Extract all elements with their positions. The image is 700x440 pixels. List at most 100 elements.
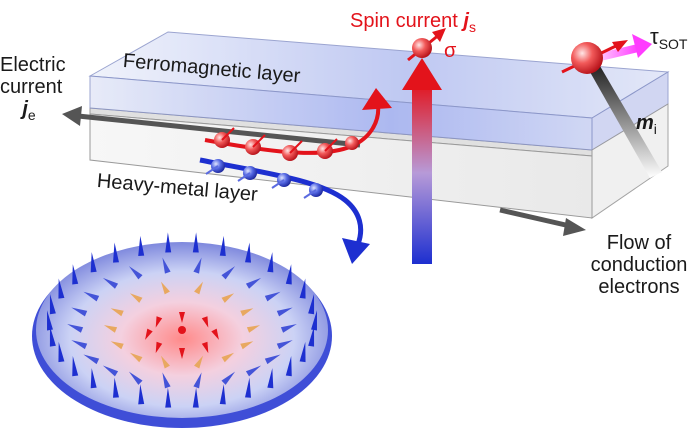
skyrmion-spin-arrow — [83, 291, 100, 302]
tau-symbol: τ — [650, 24, 659, 49]
skyrmion-spin-arrow — [160, 281, 170, 295]
skyrmion-spin-arrow — [67, 324, 84, 333]
skyrmion-spin-arrow — [128, 371, 143, 385]
electric-current-line1: Electric — [0, 54, 66, 76]
skyrmion-spin-arrow — [138, 235, 145, 256]
skyrmion-spin-arrow — [245, 377, 251, 398]
red-spin-electrons — [214, 127, 359, 161]
skyrmion-spin-arrow — [103, 325, 118, 333]
skyrmion-spin-arrow — [285, 355, 292, 377]
skyrmion-spin-arrow — [58, 341, 65, 363]
skyrmion-spin-arrow — [155, 316, 163, 328]
skyrmion-spin-arrow — [267, 368, 274, 389]
heavy-metal-layer-label: Heavy-metal layer — [96, 170, 259, 206]
skyrmion-spin-arrow — [219, 235, 226, 256]
skyrmion-spin-arrow — [201, 316, 209, 328]
skyrmion-spin-arrow — [165, 232, 172, 253]
skyrmion-spin-arrow — [201, 341, 209, 354]
skyrmion-spin-arrow — [221, 371, 236, 385]
skyrmion-spin-arrow — [179, 348, 185, 359]
skyrmion-spin-arrow — [58, 278, 65, 299]
skyrmion-spin-arrow — [308, 293, 315, 315]
magnetization-symbol: m — [636, 112, 654, 134]
skyrmion-spin-arrow — [90, 252, 97, 273]
electron-flow-arrow — [499, 207, 586, 236]
skyrmion-spin-arrow — [276, 307, 293, 317]
skyrmion-spin-arrow — [110, 341, 124, 350]
magnetization-subscript: i — [653, 121, 657, 137]
skyrmion-spin-arrow — [49, 293, 56, 315]
sigma-label: σ — [444, 40, 457, 62]
spin-current-arrow — [402, 58, 442, 264]
blue-spin-trajectory — [199, 157, 370, 264]
spin-current-text: Spin current — [350, 10, 458, 32]
skyrmion-spin-arrow — [129, 352, 143, 363]
skyrmion-spin-arrow — [308, 326, 315, 347]
flow-line3: electrons — [598, 276, 680, 298]
skyrmion-spin-arrows — [47, 232, 317, 408]
skyrmion-spin-arrow — [138, 384, 145, 405]
magnetic-moment-icon — [561, 40, 628, 74]
skyrmion-spin-arrow — [162, 372, 171, 389]
skyrmion-spin-arrow — [245, 242, 251, 263]
skyrmion-spin-arrow — [264, 291, 281, 302]
skyrmion-spin-arrow — [245, 365, 262, 377]
skyrmion-spin-arrow — [194, 355, 204, 369]
heavy-metal-side-face — [591, 103, 669, 219]
spin-current-label: Spin current js — [350, 10, 476, 35]
skyrmion-spin-arrow — [162, 257, 171, 274]
skyrmion-spin-arrow — [240, 341, 254, 350]
skyrmion-spin-arrow — [311, 310, 317, 331]
sigma-spin-icon — [407, 28, 446, 62]
skyrmion-spin-arrow — [72, 355, 79, 377]
skyrmion-spin-arrow — [71, 340, 88, 350]
skyrmion-spin-arrow — [264, 354, 281, 365]
skyrmion-spin-arrow — [102, 277, 119, 289]
skyrmion-spin-arrow — [49, 326, 56, 347]
flow-of-electrons-label: Flow of conduction electrons — [586, 232, 692, 298]
skyrmion-disk — [32, 232, 332, 428]
skyrmion-spin-arrow — [72, 264, 79, 285]
skyrmion-spin-arrow — [192, 387, 199, 408]
skyrmion-spin-arrow — [211, 328, 219, 340]
torque-arrow — [595, 34, 652, 62]
skyrmion-spin-arrow — [102, 365, 119, 377]
skyrmion-spin-arrow — [128, 266, 143, 280]
tau-sot-label: τSOT — [650, 24, 688, 53]
skyrmion-spin-arrow — [193, 257, 202, 274]
skyrmion-spin-arrow — [285, 264, 292, 285]
skyrmion-spin-arrow — [47, 310, 53, 331]
ferromagnetic-layer-label: Ferromagnetic layer — [122, 50, 302, 88]
skyrmion-spin-arrow — [240, 308, 254, 317]
skyrmion-core — [178, 326, 186, 334]
skyrmion-spin-arrow — [194, 281, 204, 295]
skyrmion-spin-arrow — [219, 384, 226, 405]
skyrmion-spin-arrow — [245, 277, 262, 289]
skyrmion-spin-arrow — [192, 232, 199, 253]
skyrmion-spin-arrow — [155, 341, 163, 354]
skyrmion-spin-arrow — [160, 355, 170, 369]
flow-line2: conduction — [590, 254, 688, 276]
skyrmion-spin-arrow — [129, 293, 143, 303]
skyrmion-spin-arrow — [145, 328, 153, 340]
electric-current-symbol: j — [22, 98, 28, 120]
skyrmion-spin-arrow — [299, 278, 306, 299]
spin-current-symbol: j — [463, 10, 469, 32]
skyrmion-spin-arrow — [299, 341, 306, 363]
skyrmion-spin-arrow — [110, 308, 124, 317]
skyrmion-spin-arrow — [276, 340, 293, 350]
tau-subscript: SOT — [658, 36, 688, 52]
electric-current-subscript: e — [27, 107, 36, 123]
electric-current-line2: current — [0, 76, 63, 98]
skyrmion-spin-arrow — [267, 252, 274, 273]
electric-current-arrow — [62, 106, 361, 148]
skyrmion-spin-arrow — [179, 312, 185, 323]
skyrmion-spin-arrow — [165, 387, 172, 408]
skyrmion-spin-arrow — [113, 377, 119, 398]
skyrmion-spin-arrow — [221, 352, 235, 363]
blue-spin-electrons — [205, 159, 323, 199]
spin-current-subscript: s — [468, 19, 476, 35]
skyrmion-spin-arrow — [221, 266, 236, 280]
skyrmion-spin-arrow — [83, 354, 100, 365]
